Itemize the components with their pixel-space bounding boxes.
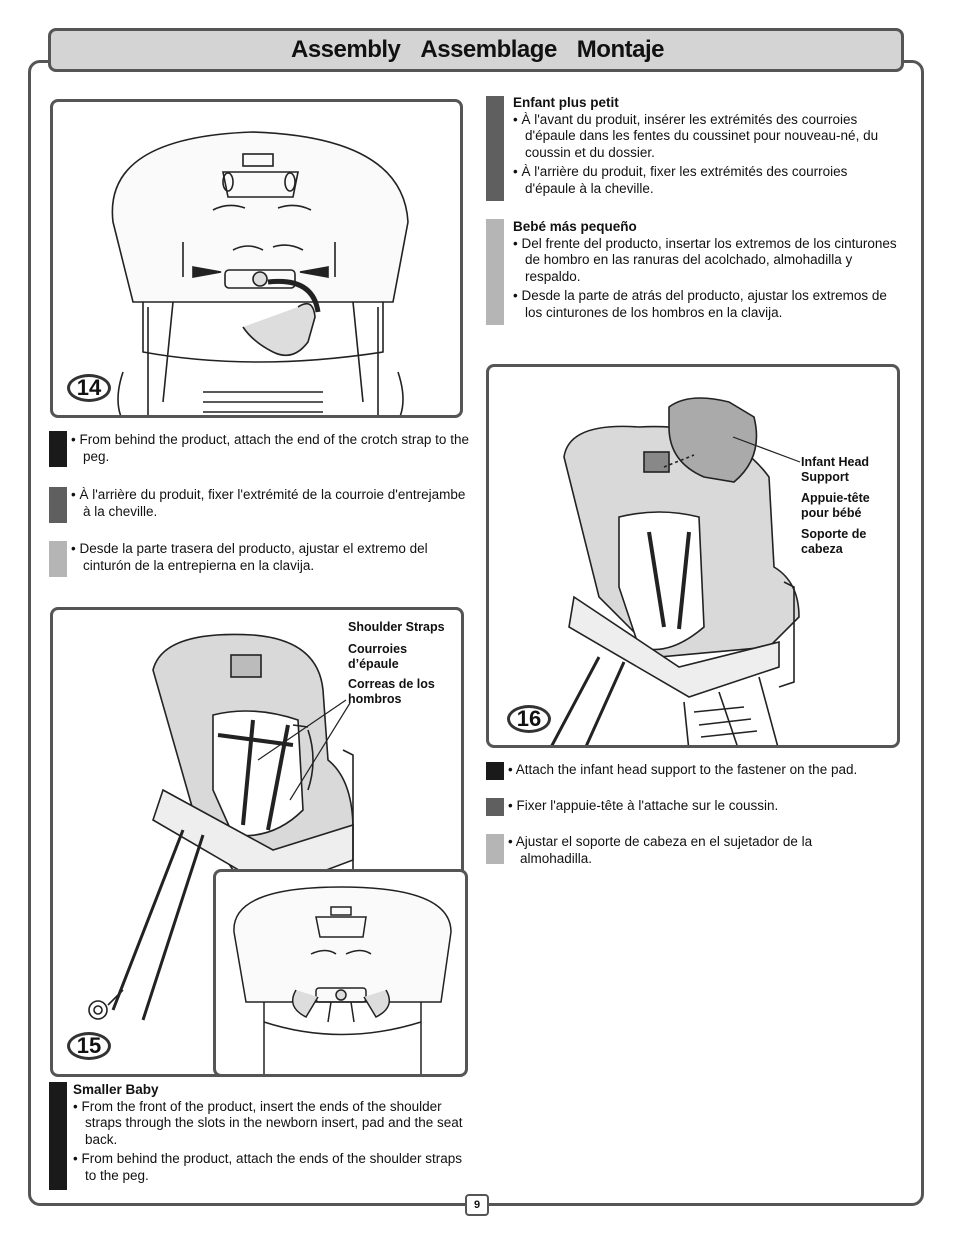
step-16-callout-french: Appuie-tête pour bébé [801,491,870,520]
step-15-english-bullet-1: • From the front of the product, insert … [73,1098,463,1147]
title-spanish: Montaje [576,36,665,63]
seat-back-crotch-strap-drawing [111,131,409,415]
english-marker-bar [49,431,67,467]
step-15-inset-illustration [213,869,468,1077]
step-16-callout-spanish: Soporte de cabeza [801,527,867,556]
french-marker-bar [49,487,67,523]
step-14-spanish-text: • Desde la parte trasera del producto, a… [71,541,428,573]
step-16-french-text: • Fixer l'appuie-tête à l'attache sur le… [508,798,779,813]
step-15-english-bullet-2: • From behind the product, attach the en… [73,1151,462,1183]
step-15-spanish-text: Bebé más pequeño • Del frente del produc… [513,219,898,321]
page-number: 9 [465,1194,489,1216]
step-14-french-text: • À l'arrière du produit, fixer l'extrém… [71,487,466,519]
step-15-spanish-heading: Bebé más pequeño [513,219,637,234]
step-14-badge: 14 [67,374,111,402]
english-marker-bar [49,1082,67,1190]
step-15-spanish-bullet-2: • Desde la parte de atrás del producto, … [513,288,887,320]
step-15-callout-spanish: Correas de los hombros [348,677,435,706]
high-chair-head-support-drawing [550,397,800,745]
spanish-marker-bar [486,834,504,864]
step-15-callout-english: Shoulder Straps [348,620,445,634]
spanish-marker-bar [49,541,67,577]
step-15-french-text: Enfant plus petit • À l'avant du produit… [513,95,893,197]
step-15-spanish-bullet-1: • Del frente del producto, insertar los … [513,235,897,284]
step-15-english-text: Smaller Baby • From the front of the pro… [73,1082,473,1184]
step-14-illustration: 14 [50,99,463,418]
french-marker-bar [486,96,504,201]
step-16-spanish-text: • Ajustar el soporte de cabeza en el suj… [508,834,813,866]
step-16-badge: 16 [507,705,551,733]
title-french: Assemblage [420,36,557,63]
step-15-french-bullet-1: • À l'avant du produit, insérer les extr… [513,111,879,160]
step-15-badge: 15 [67,1032,111,1060]
page-title: Assembly Assemblage Montaje [48,28,904,72]
english-marker-bar [486,762,504,780]
step-15-french-bullet-2: • À l'arrière du produit, fixer les extr… [513,164,848,196]
step-15-callout-french: Courroies d’épaule [348,642,408,671]
title-english: Assembly [291,36,401,63]
step-16-illustration: 16 [486,364,900,748]
step-16-callout-english: Infant Head Support [801,455,870,484]
step-16-english-text: • Attach the infant head support to the … [508,762,858,777]
french-marker-bar [486,798,504,816]
step-15-french-heading: Enfant plus petit [513,95,619,110]
step-14-english-text: • From behind the product, attach the en… [71,432,469,464]
spanish-marker-bar [486,219,504,325]
seat-back-peg-inset-drawing [233,886,452,1074]
step-15-english-heading: Smaller Baby [73,1082,159,1097]
